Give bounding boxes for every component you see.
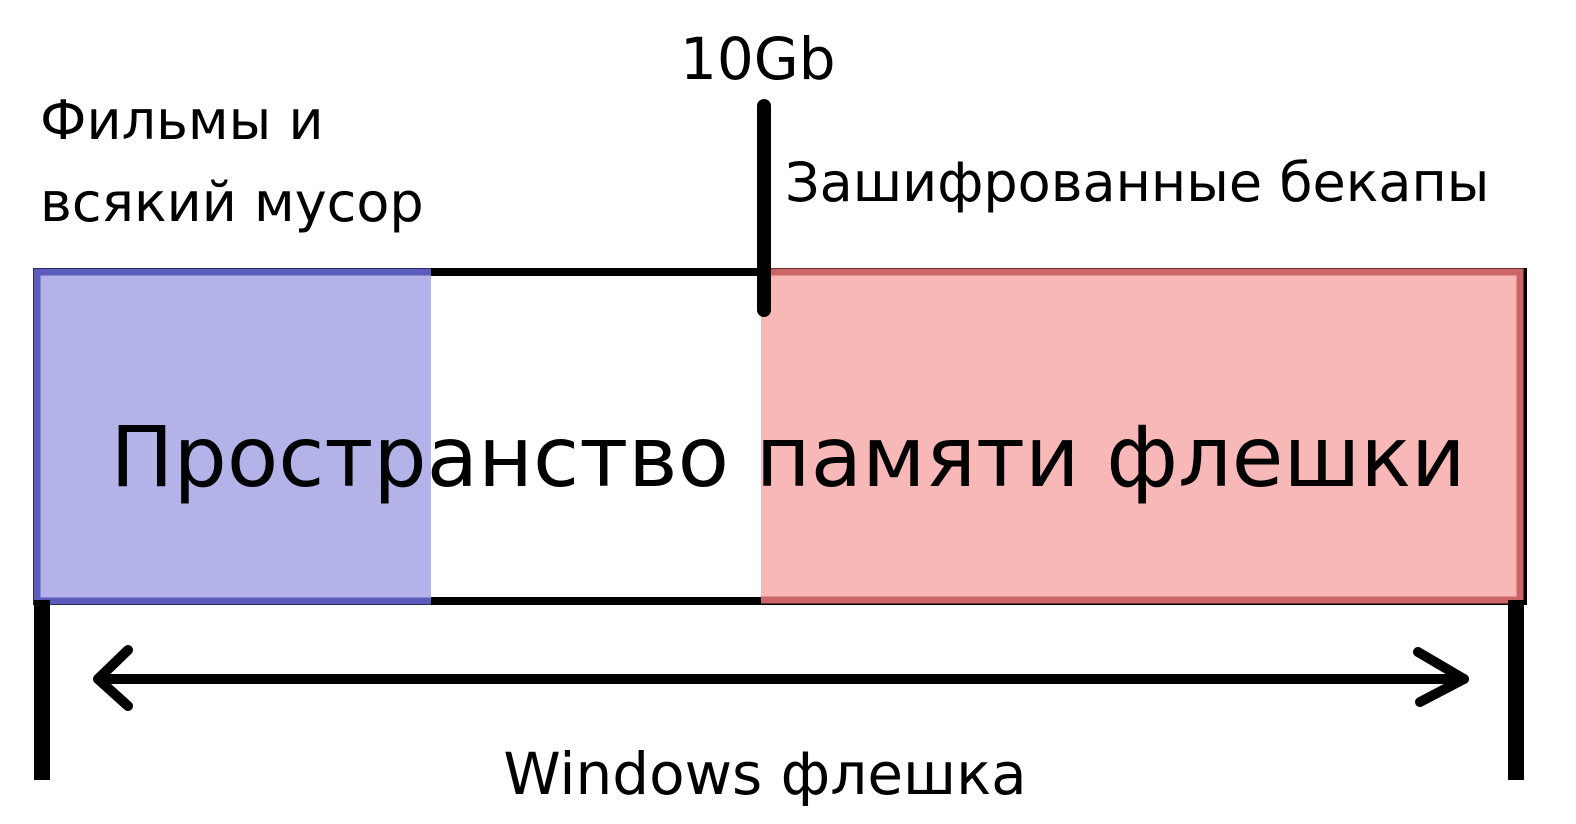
movies-label-line2: всякий мусор [40, 171, 424, 234]
movies-label-line1: Фильмы и [40, 89, 324, 152]
segment-backups [761, 270, 1523, 603]
movies-label: Фильмы и всякий мусор [40, 80, 424, 244]
arrow-head-left-icon [93, 645, 133, 711]
double-arrow [93, 645, 1469, 711]
arrow-head-right-icon [1413, 647, 1469, 707]
memory-space-label: Пространство памяти флешки [110, 408, 1466, 506]
segment-backups-border [761, 268, 1524, 604]
marker-10gb-label: 10Gb [680, 25, 836, 93]
segment-movies [37, 270, 431, 603]
backups-label: Зашифрованные бекапы [785, 151, 1490, 214]
segment-movies-border [33, 268, 431, 605]
windows-flash-label: Windows флешка [503, 740, 1027, 808]
